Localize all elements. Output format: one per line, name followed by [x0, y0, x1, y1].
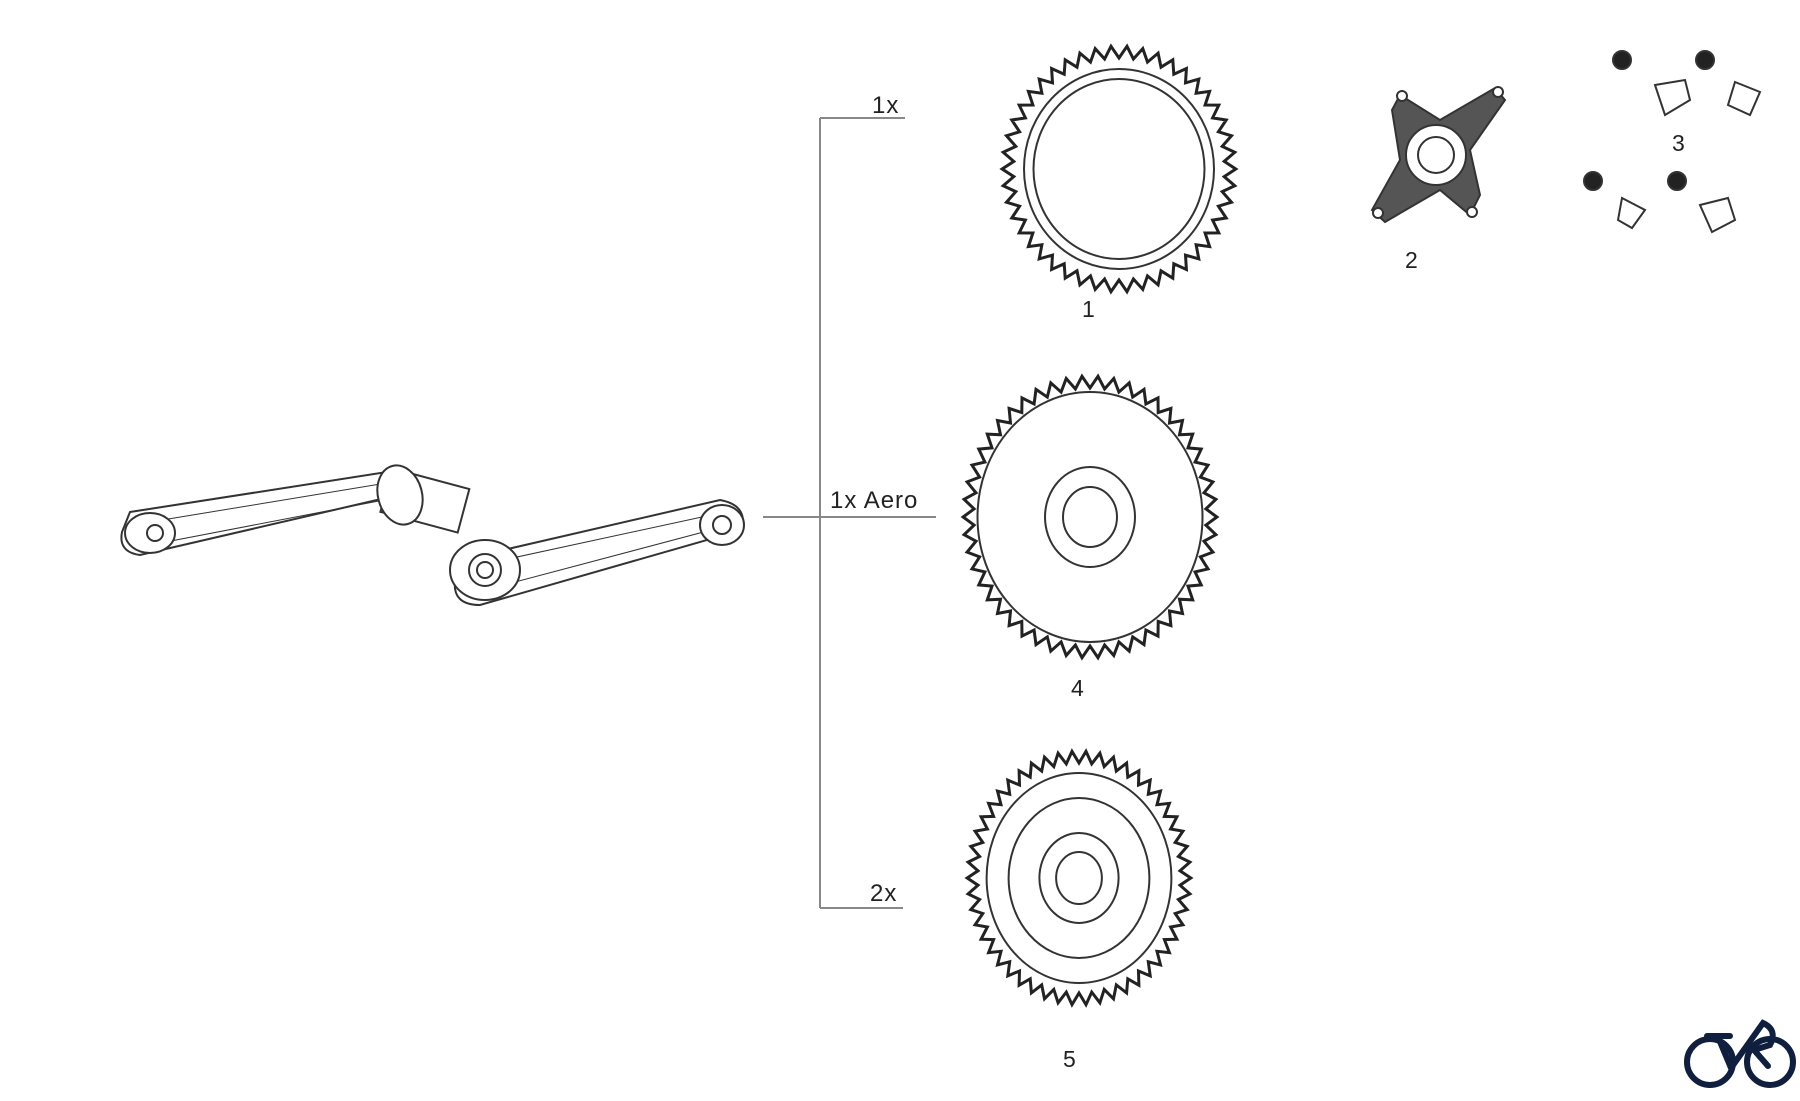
ring-outline	[1055, 851, 1103, 905]
chainring-1x[interactable]	[999, 43, 1239, 295]
part-number-2: 2	[1405, 247, 1418, 273]
part-number-3: 3	[1672, 130, 1685, 156]
ring-outline	[1023, 68, 1215, 270]
bolts-and-covers[interactable]	[1583, 50, 1762, 234]
leader-lines	[763, 117, 936, 909]
label-1x-aero: 1x Aero	[830, 487, 919, 514]
part-number-1: 1	[1082, 296, 1095, 322]
crankset[interactable]	[120, 460, 745, 607]
ring-outline	[1062, 486, 1118, 548]
ring-outline	[1032, 78, 1206, 260]
label-1x: 1x	[872, 92, 900, 119]
gear-teeth	[999, 43, 1239, 295]
chainrings-2x[interactable]	[964, 748, 1194, 1008]
ring-outline	[1007, 797, 1151, 959]
ring-outline	[1038, 832, 1120, 924]
part-number-5: 5	[1063, 1046, 1076, 1072]
ring-outline	[1044, 466, 1136, 568]
ring-outline	[985, 772, 1173, 984]
ring-outline	[976, 391, 1204, 643]
label-2x: 2x	[870, 880, 898, 907]
part-number-4: 4	[1071, 675, 1084, 701]
chainring-1x-aero[interactable]	[960, 373, 1220, 661]
spider[interactable]	[1370, 86, 1507, 224]
bike-logo	[1684, 1019, 1796, 1088]
